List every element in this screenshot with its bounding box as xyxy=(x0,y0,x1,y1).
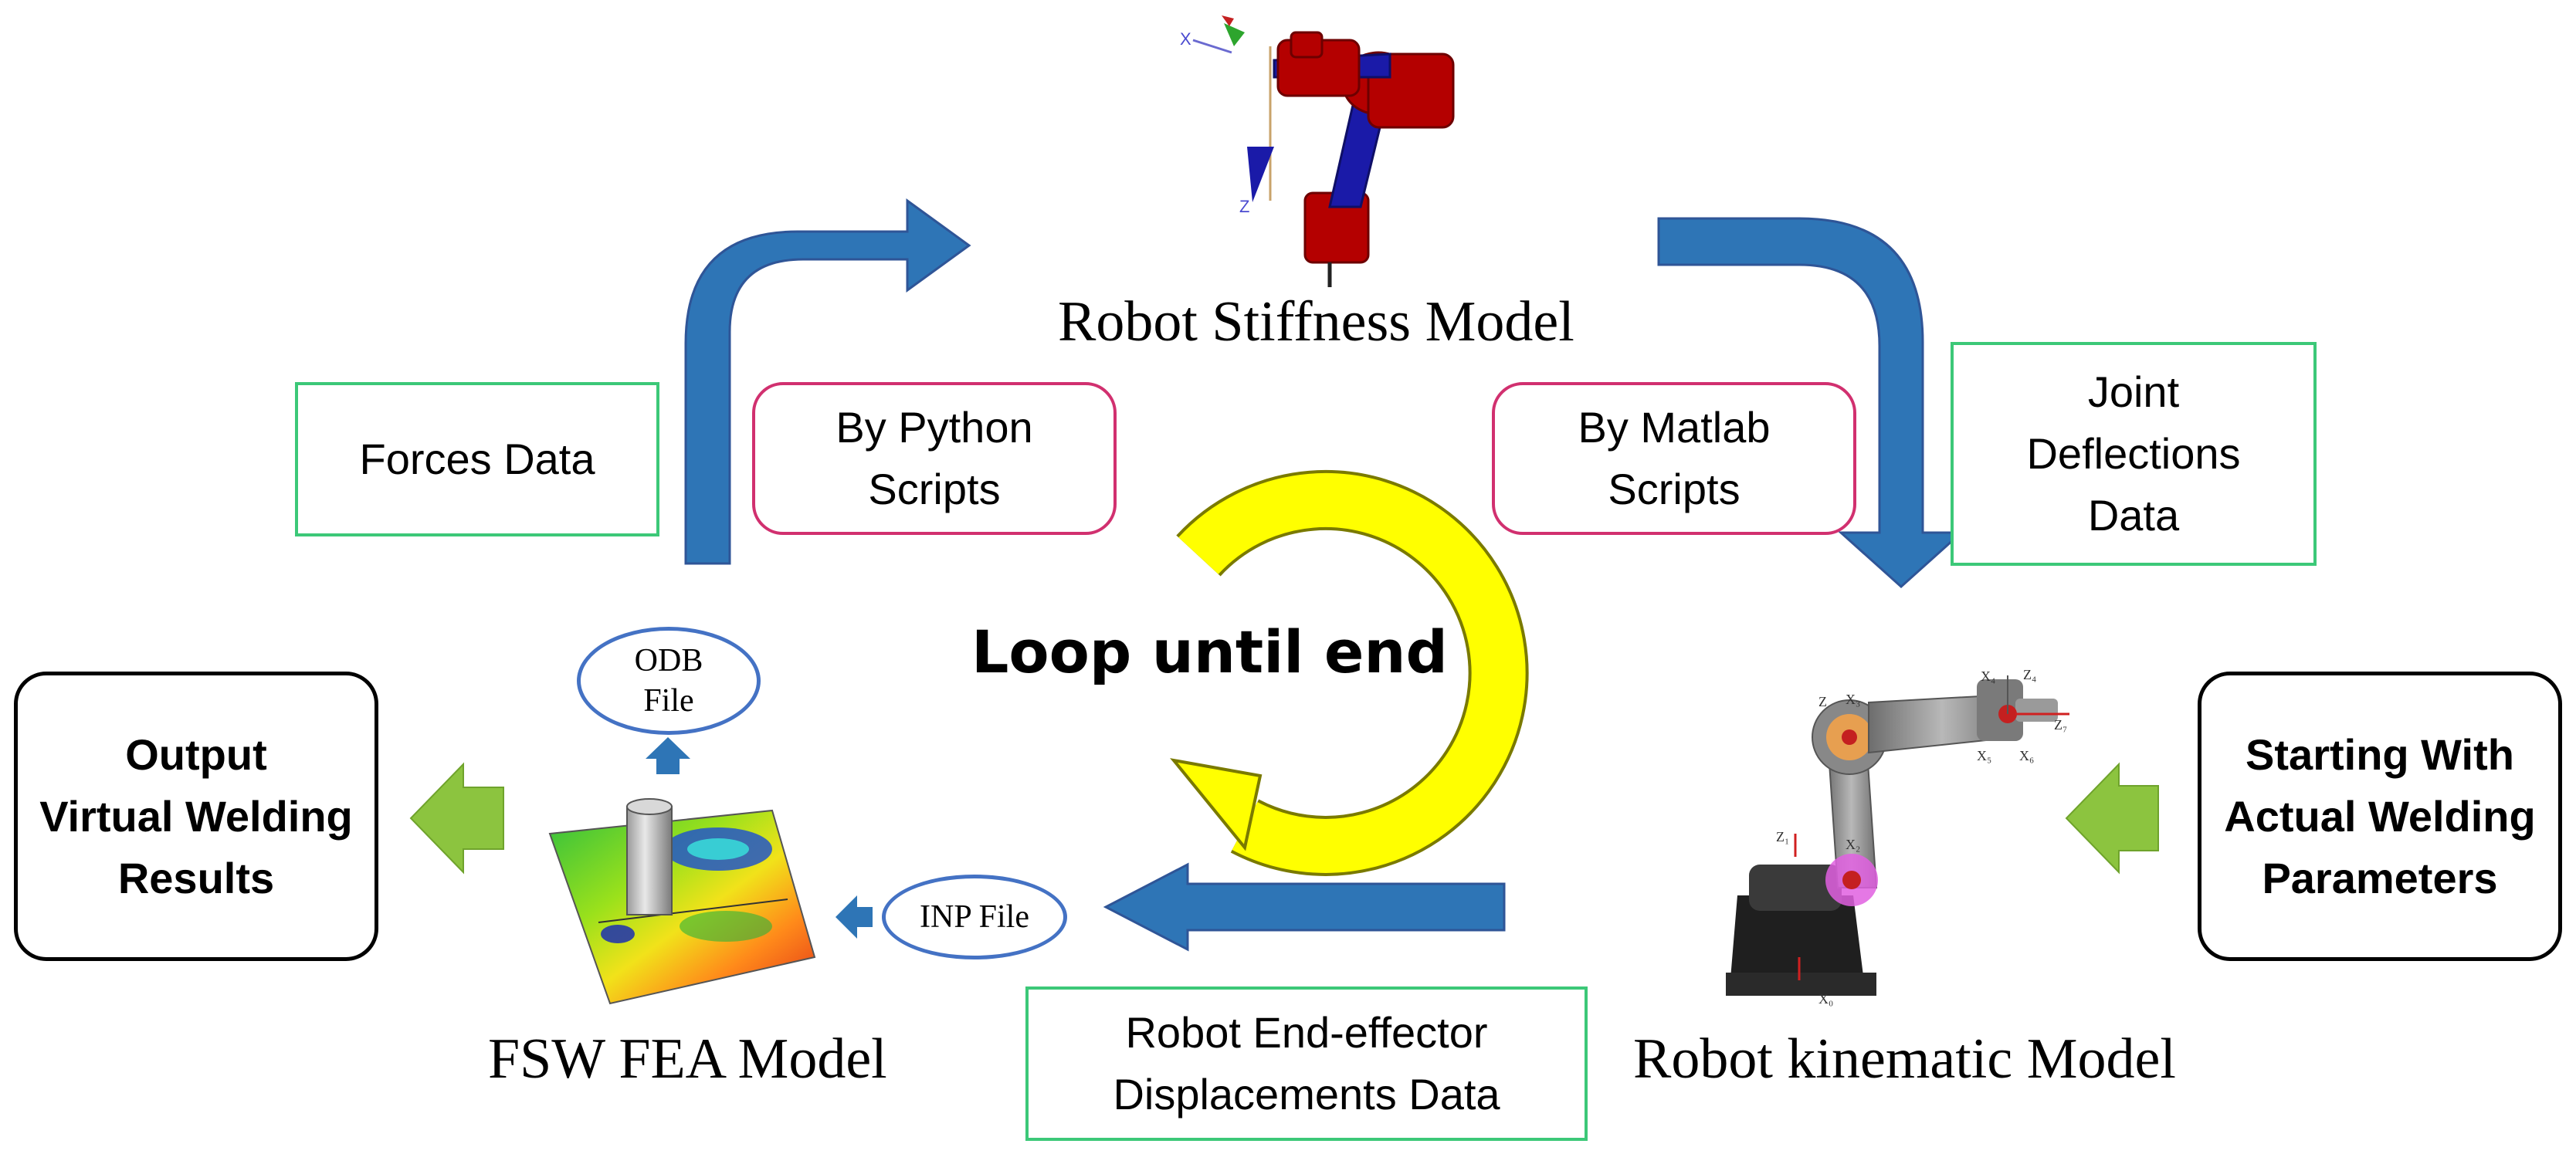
forces-data-box: Forces Data xyxy=(295,382,659,536)
flow-arrow-to-fea xyxy=(1103,862,1506,952)
forces-data-line-1: Forces Data xyxy=(359,435,595,483)
svg-text:Z₄: Z₄ xyxy=(2023,667,2036,682)
output-line-2: Virtual Welding xyxy=(39,791,353,841)
side-arrow-from-start xyxy=(2065,762,2159,875)
odb-line-2: File xyxy=(643,683,694,719)
displacements-line-2: Displacements Data xyxy=(1113,1070,1500,1118)
svg-text:X₃: X₃ xyxy=(1846,692,1860,707)
inp-line-1: INP File xyxy=(920,899,1029,935)
output-results-box: Output Virtual Welding Results xyxy=(14,672,378,961)
svg-text:X₅: X₅ xyxy=(1977,748,1991,763)
output-line-1: Output xyxy=(125,729,267,779)
python-scripts-box: By Python Scripts xyxy=(752,382,1117,535)
output-line-3: Results xyxy=(117,853,275,902)
svg-text:Z: Z xyxy=(1818,694,1827,709)
loop-label: Loop until end xyxy=(971,618,1448,686)
start-line-2: Actual Welding xyxy=(2224,791,2536,841)
python-scripts-line-1: By Python xyxy=(836,403,1033,452)
start-line-3: Parameters xyxy=(2262,853,2498,902)
svg-text:Z₁: Z₁ xyxy=(1776,829,1789,844)
joint-deflections-line-2: Deflections xyxy=(2026,429,2241,478)
odb-line-1: ODB xyxy=(634,643,703,679)
svg-text:X₆: X₆ xyxy=(2019,748,2034,763)
svg-text:X: X xyxy=(1180,29,1191,49)
start-line-1: Starting With xyxy=(2246,729,2514,779)
loop-arrow xyxy=(1170,469,1529,876)
joint-deflections-line-1: Joint xyxy=(2087,367,2180,416)
robot-arm-kinematic-icon: Z₇ X₄ Z₄ X₆ X₅ Z X₃ Z₁ X₂ X₀ xyxy=(1726,667,2069,1007)
small-arrow-to-odb xyxy=(646,737,690,774)
svg-text:Z₇: Z₇ xyxy=(2054,717,2067,733)
side-arrow-to-output xyxy=(409,762,504,875)
svg-text:X₄: X₄ xyxy=(1981,668,1995,684)
title-fea-model: FSW FEA Model xyxy=(488,1027,887,1091)
robot-arm-stiffness-icon: Z X xyxy=(1180,15,1455,287)
svg-text:X₂: X₂ xyxy=(1846,837,1860,852)
title-stiffness-model: Robot Stiffness Model xyxy=(1058,290,1574,354)
displacements-data-box: Robot End-effector Displacements Data xyxy=(1025,986,1588,1141)
joint-deflections-box: Joint Deflections Data xyxy=(1951,342,2317,566)
odb-file-oval: ODB File xyxy=(577,627,761,735)
svg-text:X₀: X₀ xyxy=(1818,991,1833,1007)
title-kinematic-model: Robot kinematic Model xyxy=(1633,1027,2176,1091)
small-arrow-from-inp xyxy=(836,895,873,939)
matlab-scripts-line-2: Scripts xyxy=(1608,465,1740,513)
displacements-line-1: Robot End-effector xyxy=(1125,1008,1488,1057)
starting-parameters-box: Starting With Actual Welding Parameters xyxy=(2198,672,2562,961)
joint-deflections-line-3: Data xyxy=(2087,491,2180,540)
svg-text:Z: Z xyxy=(1239,197,1249,216)
python-scripts-line-2: Scripts xyxy=(868,465,1001,513)
inp-file-oval: INP File xyxy=(882,875,1067,959)
fea-contour-plate-icon xyxy=(548,798,816,1005)
flow-arrow-to-stiffness xyxy=(684,198,971,565)
matlab-scripts-box: By Matlab Scripts xyxy=(1492,382,1856,535)
matlab-scripts-line-1: By Matlab xyxy=(1578,403,1771,452)
